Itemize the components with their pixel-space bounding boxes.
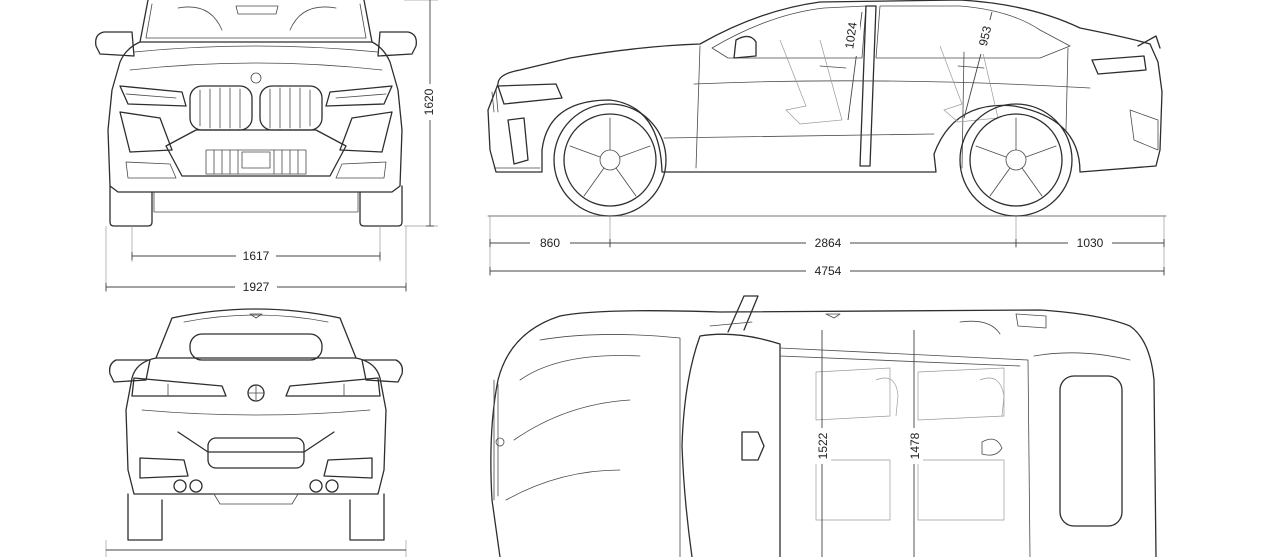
side-view bbox=[487, 0, 1167, 276]
top-view bbox=[490, 295, 1157, 557]
rear-shoulder-width-dimension: 1478 bbox=[907, 428, 923, 464]
overall-length-label: 4754 bbox=[815, 264, 842, 278]
overall-width-label: 1927 bbox=[243, 280, 270, 294]
front-headroom-label: 1024 bbox=[842, 21, 860, 50]
wheelbase-label: 2864 bbox=[815, 236, 842, 250]
rear-shoulder-width-label: 1478 bbox=[908, 432, 922, 459]
front-shoulder-width-label: 1522 bbox=[816, 432, 830, 459]
front-track-label: 1617 bbox=[243, 249, 270, 263]
wheelbase-dimension: 2864 bbox=[610, 235, 1017, 251]
front-overhang-label: 860 bbox=[540, 236, 560, 250]
rear-overhang-dimension: 1030 bbox=[1016, 235, 1165, 251]
front-track-dimension: 1617 bbox=[131, 248, 381, 264]
front-overhang-dimension: 860 bbox=[489, 235, 611, 251]
rear-view bbox=[105, 308, 407, 557]
overall-width-dimension: 1927 bbox=[105, 279, 407, 295]
front-headroom-dimension: 1024 bbox=[842, 11, 863, 121]
front-shoulder-width-dimension: 1522 bbox=[815, 428, 831, 464]
rear-headroom-label: 953 bbox=[976, 24, 995, 47]
front-view bbox=[95, 0, 438, 292]
front-height-label: 1620 bbox=[422, 88, 436, 115]
overall-length-dimension: 4754 bbox=[489, 263, 1165, 279]
rear-headroom-dimension: 953 bbox=[963, 11, 995, 119]
rear-overhang-label: 1030 bbox=[1077, 236, 1104, 250]
